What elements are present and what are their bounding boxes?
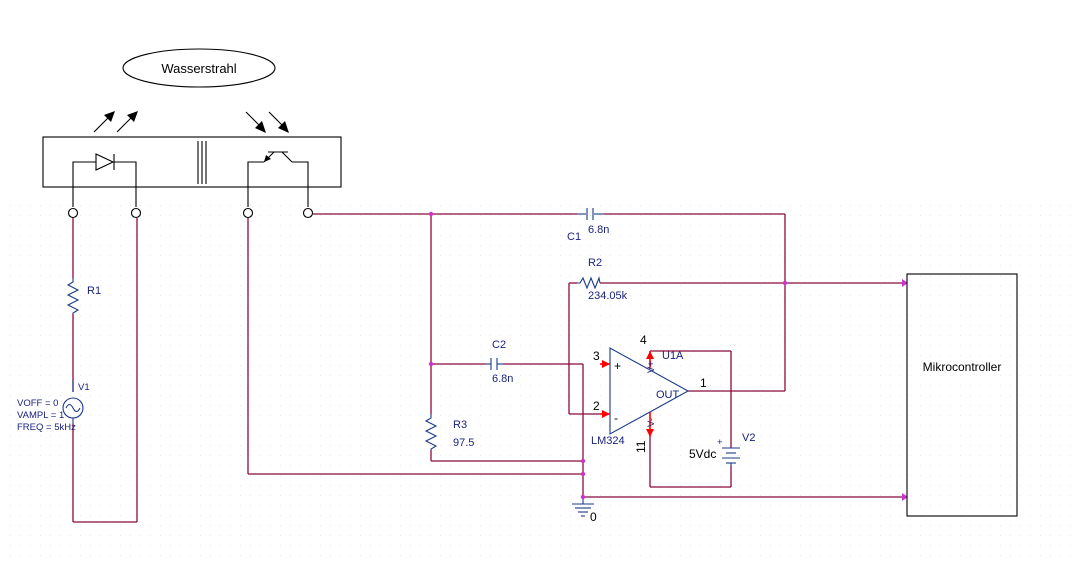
- u1-part: LM324: [591, 435, 625, 447]
- c1-value: 6.8n: [588, 224, 609, 236]
- dc-source-v2: + V2 5Vdc: [689, 432, 755, 466]
- u1-out: OUT: [656, 389, 680, 401]
- c1-ref: C1: [567, 231, 581, 243]
- ground-symbol: 0: [572, 497, 597, 524]
- resistor-r1: R1: [66, 278, 101, 314]
- water-jet-bubble: Wasserstrahl: [122, 48, 276, 88]
- resistor-r2: R2 234.05k: [577, 257, 628, 302]
- r3-value: 97.5: [453, 437, 474, 449]
- terminal-anode: [67, 207, 79, 219]
- junction-dots: [428, 211, 788, 500]
- resistor-r3: R3 97.5: [424, 414, 474, 450]
- mcu-input-arrows: [902, 279, 908, 501]
- r1-ref: R1: [87, 285, 101, 297]
- v2-value: 5Vdc: [689, 447, 716, 461]
- pin-vminus-label: V-: [646, 418, 657, 427]
- capacitor-c1: C1 6.8n: [567, 208, 609, 243]
- opamp-minus: -: [614, 411, 618, 425]
- capacitor-c2: C2 6.8n: [485, 339, 513, 385]
- v1-ref: V1: [78, 382, 90, 393]
- terminal-collector: [302, 207, 314, 219]
- pin-1-label: 1: [700, 376, 707, 390]
- microcontroller-label: Mikrocontroller: [923, 360, 1002, 374]
- microcontroller-block: Mikrocontroller: [906, 273, 1018, 517]
- pin-2-label: 2: [593, 399, 600, 413]
- opamp-u1a: + - 3 2 1 4 11 V+ V- U1A OUT LM324: [591, 333, 707, 453]
- circuit-wires: [247, 213, 905, 498]
- phototransistor-icon: [247, 151, 309, 207]
- terminal-emitter: [242, 207, 254, 219]
- c2-ref: C2: [492, 339, 506, 351]
- v1-voff: VOFF = 0: [17, 398, 58, 409]
- emitted-light-arrows-icon: [93, 111, 138, 133]
- opamp-plus: +: [614, 359, 621, 373]
- terminal-cathode: [130, 207, 142, 219]
- pin-11-label: 11: [634, 440, 648, 453]
- water-jet-label: Wasserstrahl: [161, 61, 236, 76]
- sine-source-v1: V1 VOFF = 0 VAMPL = 1 FREQ = 5kHz: [17, 380, 90, 433]
- v2-ref: V2: [742, 432, 755, 444]
- received-light-arrows-icon: [245, 111, 289, 133]
- v1-freq: FREQ = 5kHz: [17, 422, 76, 433]
- u1-ref: U1A: [662, 350, 684, 362]
- r2-value: 234.05k: [588, 290, 628, 302]
- c2-value: 6.8n: [492, 373, 513, 385]
- background-grid: [10, 205, 1071, 556]
- source-loop-wires: [72, 218, 138, 523]
- led-diode-icon: [72, 153, 137, 207]
- r2-ref: R2: [588, 257, 602, 269]
- pin-3-label: 3: [593, 349, 600, 363]
- v1-vampl: VAMPL = 1: [17, 410, 64, 421]
- optocoupler: [42, 136, 342, 219]
- pin-4-label: 4: [640, 333, 647, 347]
- pin-vplus-label: V+: [646, 361, 657, 373]
- r3-ref: R3: [453, 419, 467, 431]
- v2-plus: +: [717, 437, 723, 448]
- ground-label: 0: [590, 510, 597, 524]
